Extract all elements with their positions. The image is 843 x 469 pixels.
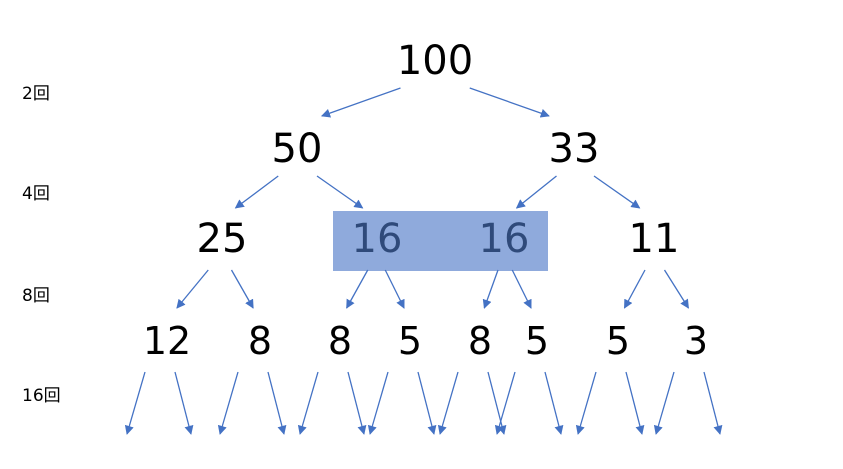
leaf-arrow <box>267 371 287 435</box>
tree-node: 25 <box>197 216 248 262</box>
level-call-count-label: 2回 <box>22 84 50 104</box>
edge-arrow <box>176 269 209 309</box>
edge-arrow <box>593 175 641 209</box>
level-label-layer: 2回 4回 8回 16回 <box>22 84 61 406</box>
edge-arrow <box>230 269 254 309</box>
tree-node: 5 <box>398 319 422 363</box>
tree-node: 5 <box>606 319 630 363</box>
leaf-arrow <box>575 371 597 435</box>
edge-arrow <box>346 269 369 309</box>
leaf-arrow <box>124 371 146 435</box>
leaf-arrow <box>347 371 367 435</box>
edge-arrow <box>234 175 279 209</box>
edge-arrow <box>482 269 499 309</box>
tree-node: 8 <box>248 319 272 363</box>
tree-node: 8 <box>328 319 352 363</box>
edge-arrow <box>623 269 646 309</box>
tree-node-highlighted: 16 <box>352 216 403 262</box>
leaf-arrow <box>297 371 319 435</box>
leaf-arrow <box>174 371 194 435</box>
leaf-arrow <box>544 371 564 435</box>
leaf-arrow <box>437 371 459 435</box>
edge-arrow <box>663 269 689 309</box>
leaf-arrow <box>703 371 723 435</box>
tree-node: 100 <box>397 38 473 84</box>
leaf-arrow <box>487 371 507 435</box>
leaf-arrow <box>417 371 437 435</box>
leaf-arrow <box>217 371 239 435</box>
edge-arrow <box>316 175 364 209</box>
edge-arrow <box>515 175 557 209</box>
edge-arrow <box>384 269 405 309</box>
leaf-arrow <box>367 371 389 435</box>
tree-node: 12 <box>143 319 191 363</box>
tree-node: 5 <box>525 319 549 363</box>
edge-arrow <box>320 87 401 118</box>
level-call-count-label: 16回 <box>22 386 61 406</box>
leaf-arrow <box>494 371 516 435</box>
level-call-count-label: 8回 <box>22 286 50 306</box>
edge-layer <box>124 87 723 435</box>
tree-node: 11 <box>629 216 680 262</box>
leaf-arrow <box>625 371 645 435</box>
tree-node: 8 <box>468 319 492 363</box>
tree-node: 3 <box>684 319 708 363</box>
tree-node: 33 <box>549 126 600 172</box>
tree-node: 50 <box>272 126 323 172</box>
edge-arrow <box>469 87 550 118</box>
highlight-layer <box>333 211 548 271</box>
edge-arrow <box>511 269 532 309</box>
level-call-count-label: 4回 <box>22 184 50 204</box>
highlight-box <box>333 211 548 271</box>
leaf-arrow <box>653 371 675 435</box>
tree-node-highlighted: 16 <box>479 216 530 262</box>
